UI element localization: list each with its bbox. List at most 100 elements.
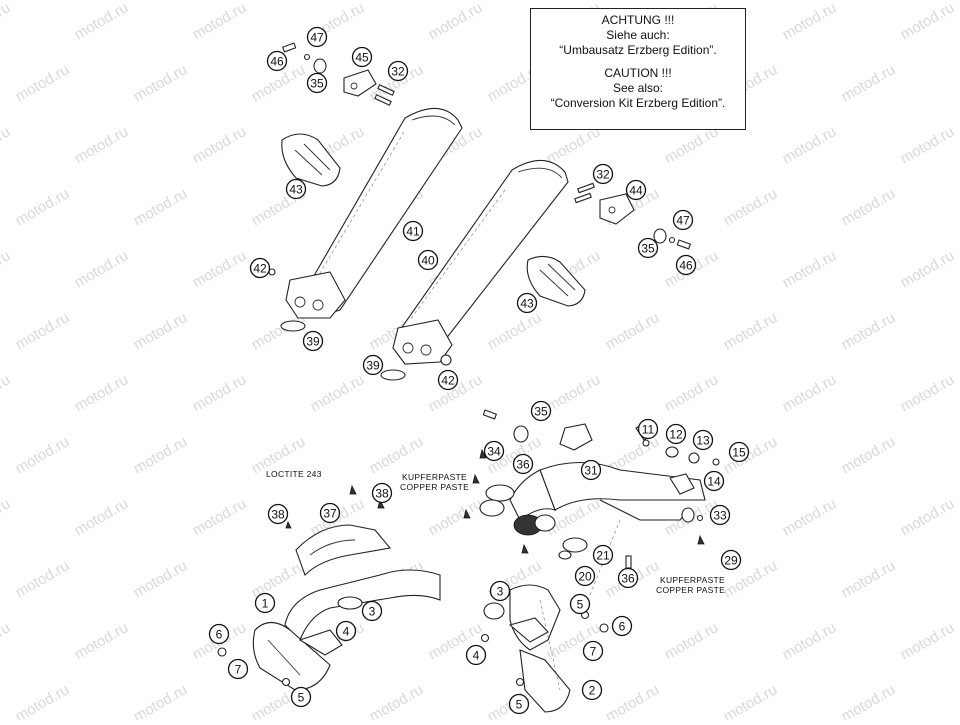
gasket-39-left [281,321,305,331]
notice-en-title: CAUTION !!! [531,66,745,81]
copper-paste-label-1-de: KUPFERPASTE [402,472,467,482]
watermark-text: motod.ru [13,433,73,477]
callout-number: 36 [516,458,530,472]
callout-number: 14 [707,475,721,489]
watermark-text: motod.ru [780,619,840,663]
callout-12: 12 [667,425,686,444]
callout-number: 32 [596,168,610,182]
watermark-text: motod.ru [190,495,250,539]
watermark-text: motod.ru [603,309,663,353]
callout-number: 39 [366,359,380,373]
watermark-text: motod.ru [957,185,960,229]
watermark-text: motod.ru [721,309,781,353]
watermark-text: motod.ru [72,0,132,43]
callout-number: 47 [310,31,324,45]
callout-number: 6 [216,628,223,642]
bolt-36-right [626,556,631,568]
watermark-text: motod.ru [190,123,250,167]
loctite-label: LOCTITE 243 [266,469,322,479]
notice-de-line2: “Umbausatz Erzberg Edition”. [531,43,745,58]
callout-46: 46 [268,52,287,71]
washer-47-top [305,55,310,60]
watermark-text: motod.ru [780,247,840,291]
watermark-text: motod.ru [957,557,960,601]
watermark-text: motod.ru [131,61,191,105]
callout-number: 13 [696,434,710,448]
callout-35: 35 [532,402,551,421]
gasket-3-right [484,603,504,619]
callout-47: 47 [308,28,327,47]
callout-5: 5 [571,595,590,614]
watermark-text: motod.ru [662,619,722,663]
watermark-text: motod.ru [131,557,191,601]
watermark-text: motod.ru [249,557,309,601]
callout-number: 43 [289,183,303,197]
watermark-text: motod.ru [780,0,840,43]
callout-13: 13 [694,431,713,450]
callout-number: 5 [298,691,305,705]
callout-number: 3 [497,585,504,599]
watermark-text: motod.ru [0,619,13,663]
watermark-text: motod.ru [0,0,13,43]
callout-number: 12 [669,428,683,442]
callout-number: 42 [253,262,267,276]
callout-number: 45 [355,51,369,65]
watermark-text: motod.ru [898,371,958,415]
watermark-text: motod.ru [13,309,73,353]
middle-pipe-31 [510,463,705,521]
callout-number: 15 [732,446,746,460]
watermark-text: motod.ru [0,247,13,291]
bolt-32-right-a [578,183,594,192]
callout-number: 35 [641,242,655,256]
callout-number: 44 [629,184,643,198]
callout-number: 5 [577,598,584,612]
callout-number: 4 [343,625,350,639]
callout-number: 47 [676,214,690,228]
callout-41: 41 [404,222,423,241]
callout-35: 35 [639,239,658,258]
watermark-text: motod.ru [190,0,250,43]
watermark-text: motod.ru [839,557,899,601]
watermark-text: motod.ru [957,433,960,477]
callout-number: 36 [621,572,635,586]
watermark-text: motod.ru [898,247,958,291]
callout-43: 43 [518,294,537,313]
watermark-text: motod.ru [426,0,486,43]
notice-de-title: ACHTUNG !!! [531,13,745,28]
callout-number: 5 [516,698,523,712]
nut-5-left [283,679,290,686]
callout-number: 32 [391,65,405,79]
callout-number: 39 [306,335,320,349]
heat-shield-37 [296,525,390,575]
callout-number: 11 [642,423,655,437]
copper-paste-label-2-en: COPPER PASTE [656,585,725,595]
watermark-text: motod.ru [544,371,604,415]
watermark-text: motod.ru [839,681,899,720]
callout-42: 42 [251,259,270,278]
callout-39: 39 [304,332,323,351]
callout-20: 20 [576,567,595,586]
watermark-text: motod.ru [721,185,781,229]
watermark-text: motod.ru [957,681,960,720]
callout-32: 32 [594,165,613,184]
watermark-text: motod.ru [367,433,427,477]
nut-6-left [218,648,226,656]
callout-32: 32 [389,62,408,81]
bolt-32-right-b [575,193,591,202]
callout-35: 35 [308,74,327,93]
callout-15: 15 [730,443,749,462]
callout-number: 34 [487,445,501,459]
callout-number: 7 [590,645,597,659]
callout-36: 36 [514,455,533,474]
watermark-text: motod.ru [13,681,73,720]
callout-40: 40 [419,251,438,270]
watermark-text: motod.ru [131,185,191,229]
callout-number: 4 [473,649,480,663]
watermark-text: motod.ru [839,433,899,477]
callout-2: 2 [583,681,602,700]
callout-46: 46 [677,256,696,275]
watermark-text: motod.ru [190,371,250,415]
callout-number: 35 [310,77,324,91]
